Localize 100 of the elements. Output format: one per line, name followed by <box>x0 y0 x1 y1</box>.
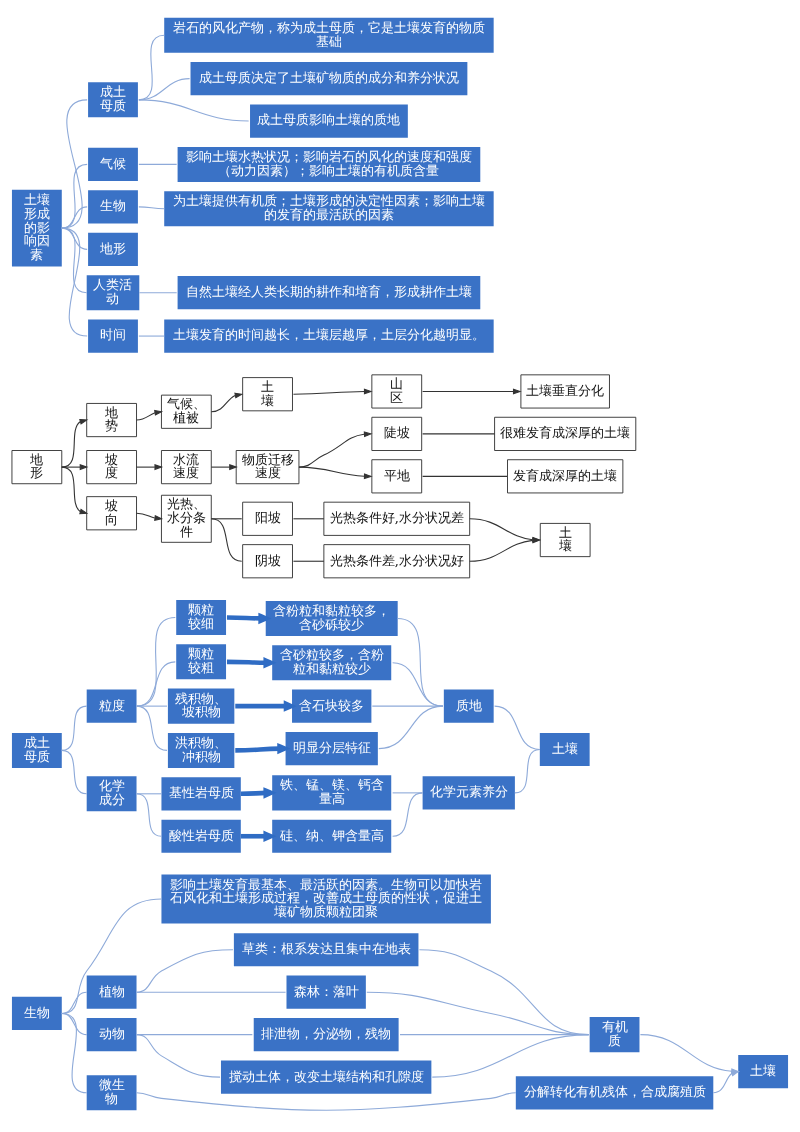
connector <box>135 661 176 707</box>
node-box: 很难发育成深厚的土壤 <box>494 416 637 451</box>
arrow <box>298 431 373 468</box>
node-box: 土壤 <box>738 1054 789 1089</box>
node-box: 土壤 <box>539 732 590 767</box>
connector <box>135 991 287 993</box>
node-box: 人类活动 <box>86 275 140 311</box>
arrow <box>226 612 272 625</box>
node-box: 生物 <box>11 996 62 1031</box>
connector <box>138 206 165 210</box>
connector <box>138 99 250 122</box>
node-box: 时间 <box>88 319 138 353</box>
arrow <box>135 409 164 421</box>
node-box: 气候、植被 <box>161 394 212 429</box>
node-box: 草类：根系发达且集中在地表 <box>233 933 419 967</box>
node-box: 坡向 <box>86 496 137 531</box>
connector <box>61 1012 88 1094</box>
node-box: 山区 <box>371 374 423 409</box>
connector <box>422 433 496 435</box>
arrow <box>292 388 373 395</box>
connector <box>61 991 88 1014</box>
node-box: 质地 <box>443 689 494 723</box>
node-box: 为土壤提供有机质；土壤形成的决定性因素；影响土壤的发育的最活跃的因素 <box>164 191 494 227</box>
connector <box>138 163 178 165</box>
node-box: 气候 <box>88 147 138 182</box>
node-box: 成土母质 <box>11 732 62 768</box>
node-box: 成土母质 <box>88 82 138 118</box>
node-box: 颗粒较粗 <box>176 644 227 680</box>
node-box: 平地 <box>371 459 423 494</box>
node-box: 光热、水分条件 <box>161 494 212 543</box>
node-box: 土壤 <box>539 522 591 558</box>
node-box: 含石块较多 <box>292 689 372 723</box>
connector <box>61 99 88 229</box>
node-box: 自然土壤经人类长期的耕作和培育，形成耕作土壤 <box>177 276 481 310</box>
node-box: 分解转化有机残体，合成腐殖质 <box>515 1076 714 1110</box>
connector <box>61 898 162 1014</box>
connector <box>292 518 325 520</box>
node-box: 含粉粒和黏粒较多，含砂砾较少 <box>265 600 398 636</box>
arrow <box>61 464 89 471</box>
node-box: 土壤发育的时间越长，土壤层越厚，土层分化越明显。 <box>164 319 494 353</box>
connector <box>371 705 444 707</box>
node-box: 光热条件差,水分状况好 <box>323 544 471 579</box>
connector <box>210 518 243 562</box>
arrow <box>422 388 522 395</box>
node-box: 成土母质影响土壤的质地 <box>250 104 408 138</box>
node-box: 有机质 <box>589 1017 640 1053</box>
node-box: 铁、锰、镁、钙含量高 <box>272 775 392 811</box>
arrow <box>210 464 238 471</box>
node-box: 成土母质决定了土壤矿物质的成分和养分状况 <box>190 62 468 96</box>
node-box: 残积物、坡积物 <box>167 688 235 724</box>
connector <box>135 617 176 707</box>
connector <box>135 1092 517 1111</box>
arrow <box>298 466 373 480</box>
arrow <box>240 830 277 842</box>
node-box: 酸性岩母质 <box>161 819 241 853</box>
connector <box>392 792 424 837</box>
node-box: 地形 <box>88 232 138 266</box>
node-box: 陡坡 <box>371 416 423 451</box>
arrow <box>61 466 89 515</box>
node-box: 岩石的风化产物，称为成土母质，它是土壤发育的物质基础 <box>164 17 494 53</box>
arrow <box>135 464 164 471</box>
connector <box>422 475 508 477</box>
connector <box>135 949 234 993</box>
connector <box>61 227 88 337</box>
node-box: 动物 <box>86 1018 137 1052</box>
node-box: 阳坡 <box>242 501 293 536</box>
node-box: 土壤 <box>242 377 293 412</box>
node-box: 化学成分 <box>86 776 137 812</box>
node-box: 粒度 <box>86 689 137 723</box>
connector <box>378 705 444 750</box>
arrow <box>226 656 277 669</box>
node-box: 土壤垂直分化 <box>520 374 610 409</box>
node-box: 坡度 <box>86 450 137 485</box>
connector <box>61 749 88 795</box>
connector <box>61 163 88 229</box>
node-box: 地势 <box>86 403 137 438</box>
node-box: 硅、纳、钾含量高 <box>272 819 392 853</box>
node-box: 明显分层特征 <box>285 731 378 766</box>
arrow <box>135 512 164 521</box>
node-box: 影响土壤发育最基本、最活跃的因素。生物可以加快岩石风化和土壤形成过程，改善成土母质的性状，促进土壤矿物质颗粒团聚 <box>161 874 491 924</box>
node-box: 森林：落叶 <box>286 975 366 1009</box>
node-box: 排泄物，分泌物，残物 <box>253 1018 399 1052</box>
node-box: 微生物 <box>86 1075 137 1111</box>
node-box: 颗粒较细 <box>176 600 227 636</box>
node-box: 植物 <box>86 975 137 1009</box>
connector <box>431 1034 590 1078</box>
arrow <box>235 742 291 755</box>
node-box: 发育成深厚的土壤 <box>507 459 624 494</box>
node-box: 洪积物、冲积物 <box>167 732 235 768</box>
node-box: 生物 <box>88 190 138 224</box>
connector <box>292 560 325 562</box>
node-box: 影响土壤水热状况；影响岩石的风化的速度和强度（动力因素）；影响土壤的有机质含量 <box>177 146 481 182</box>
connector <box>135 705 168 707</box>
arrow <box>210 392 244 413</box>
node-box: 光热条件好,水分状况差 <box>323 501 471 536</box>
node-box: 含砂粒较多，含粉粒和黏粒较少 <box>272 645 392 681</box>
connector <box>138 292 178 294</box>
node-box: 化学元素养分 <box>422 776 515 810</box>
node-box: 土壤形成的影响因素 <box>11 189 62 267</box>
node-box: 阴坡 <box>242 544 293 579</box>
